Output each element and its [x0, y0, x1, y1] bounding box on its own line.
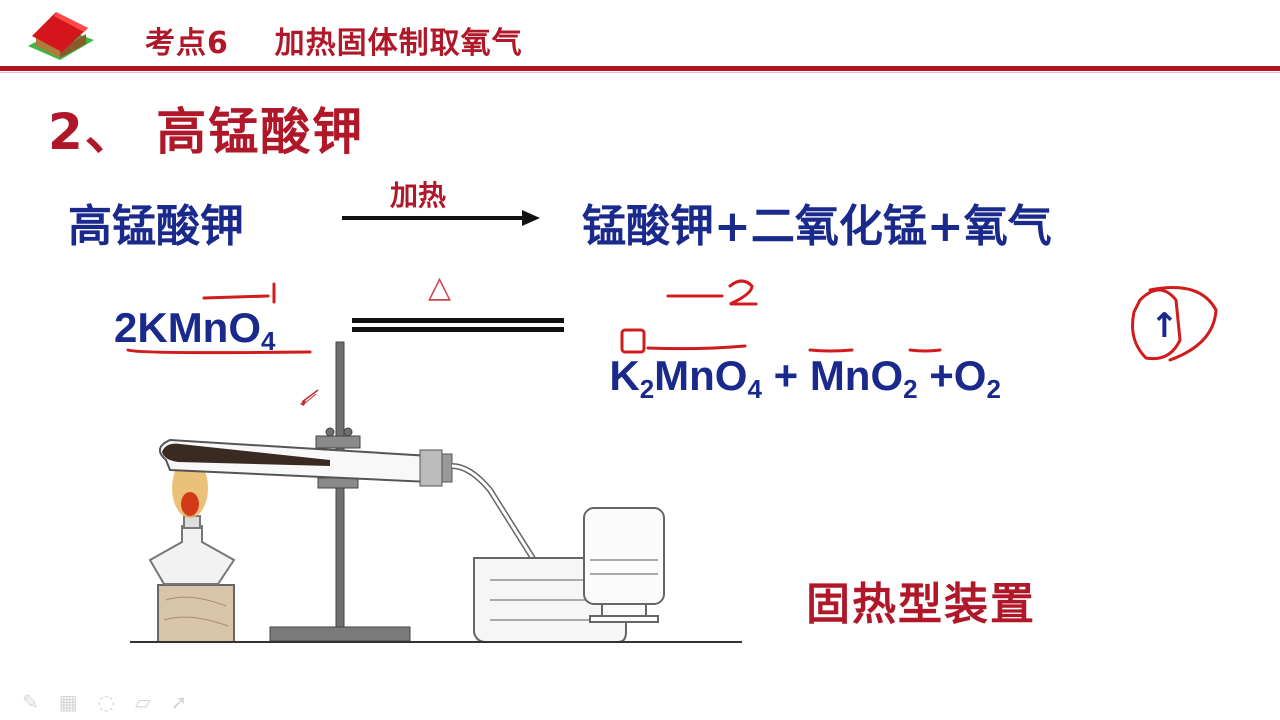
k2mno4-sub-o: 4: [747, 374, 762, 404]
oxygen-apparatus-diagram: [130, 341, 742, 643]
grid-icon[interactable]: ▦: [58, 690, 78, 714]
pen-icon[interactable]: ✎: [22, 690, 39, 714]
section-title: 2、 高锰酸钾: [48, 103, 365, 161]
mno2-sub: 2: [903, 374, 918, 404]
delta-heat-symbol: △: [428, 270, 452, 305]
flame: [172, 458, 208, 518]
gas-arrow-icon: ↑: [1150, 306, 1179, 346]
mno2: MnO: [809, 352, 904, 399]
eraser-icon[interactable]: ◌: [97, 690, 116, 714]
highlighter-icon[interactable]: ▱: [135, 690, 151, 714]
header-divider-shadow: [0, 72, 1280, 73]
gas-collecting-bottle: [583, 507, 665, 623]
o2-sub: 2: [986, 374, 1001, 404]
k2mno4-k: K: [609, 352, 640, 399]
chemical-equation-products: K2MnO4 + MnO2 +O2: [586, 304, 1001, 405]
wood-block: [157, 584, 235, 643]
iron-stand: [269, 341, 411, 642]
o2: O: [953, 352, 987, 399]
reactant-subscript: 4: [261, 326, 276, 356]
header-divider: [0, 66, 1280, 71]
k2mno4-mno: MnO: [654, 352, 748, 399]
word-equation-products: 锰酸钾+二氧化锰+氧气: [582, 201, 1052, 252]
logo-house-icon: [22, 6, 98, 64]
page-header-title: 考点6 加热固体制取氧气: [145, 26, 523, 61]
equals-double-line: [352, 318, 564, 332]
test-tube: [159, 438, 453, 487]
reaction-arrow-icon: [342, 208, 542, 232]
alcohol-lamp: [148, 515, 236, 585]
pen-cursor-icon: [298, 388, 320, 412]
pointer-icon[interactable]: ➚: [170, 690, 188, 714]
reactant-coefficient: 2: [114, 304, 138, 351]
k2mno4-sub-k: 2: [639, 374, 655, 404]
chemical-equation-reactant: 2KMnO4: [114, 304, 275, 357]
annotation-toolbar: ✎ ▦ ◌ ▱ ➚: [22, 690, 187, 714]
plus-sign: +: [761, 352, 810, 399]
word-equation-condition: 加热: [390, 179, 447, 212]
plus-sign: +: [917, 352, 954, 399]
word-equation-reactant: 高锰酸钾: [68, 201, 244, 252]
reactant-formula: KMnO: [137, 304, 262, 351]
apparatus-label: 固热型装置: [806, 579, 1036, 630]
